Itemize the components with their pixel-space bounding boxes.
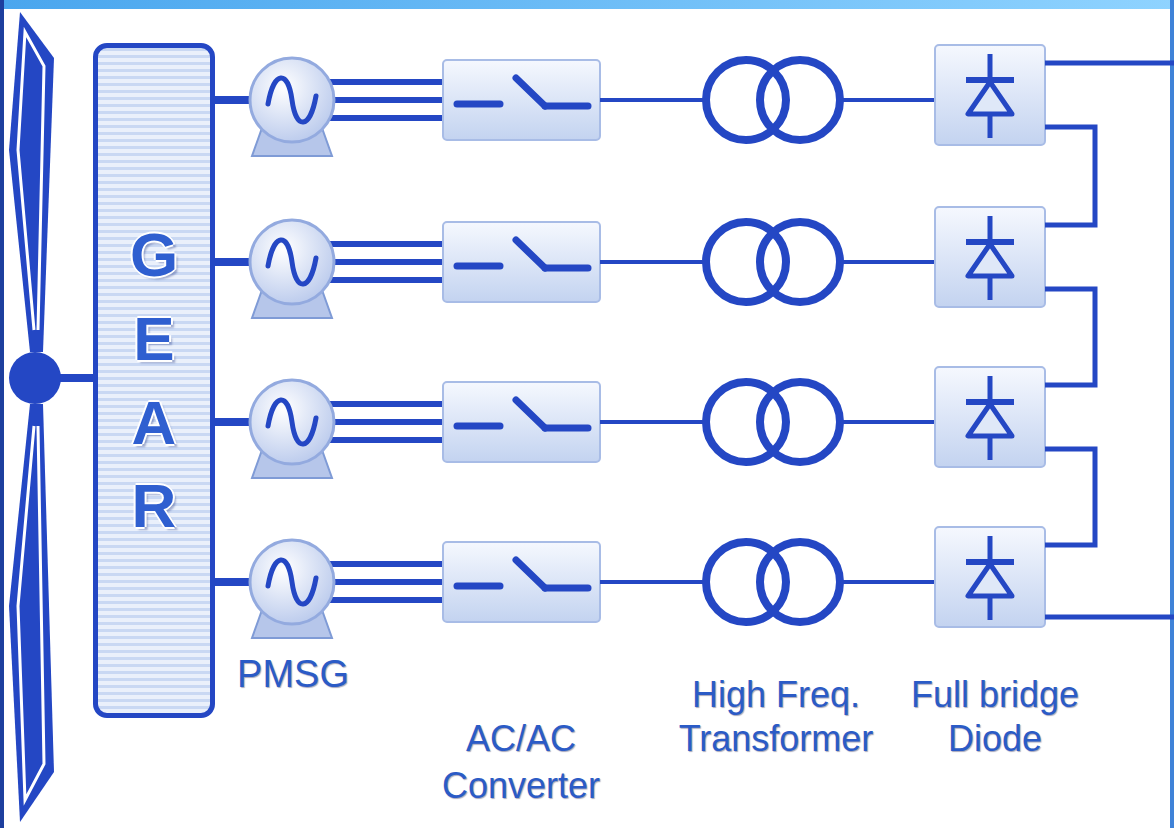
wire [840,420,935,424]
diode-symbol [968,244,1012,276]
transformer-coil [760,60,840,140]
converter-chain [212,367,1045,478]
switch-symbol [516,400,545,428]
series-wire [1045,449,1095,545]
column-caption: AC/AC Converter [421,716,621,810]
converter-box [443,222,600,302]
switch-symbol [516,560,545,588]
turbine-hub [9,352,61,404]
series-wire [1045,127,1095,225]
diode-box [935,367,1045,467]
turbine-blade [9,404,54,822]
generator-symbol [250,540,334,624]
transformer-coil [760,382,840,462]
diode-box [935,207,1045,307]
transformer-coil [760,542,840,622]
switch-symbol [457,423,500,430]
transformer-coil [760,222,840,302]
wire [600,98,706,102]
switch-symbol [545,265,588,272]
switch-symbol [545,425,588,432]
converter-box [443,542,600,622]
diode-box [935,527,1045,627]
turbine-blade [9,12,54,352]
top-band [0,0,1174,9]
generator-symbol [250,220,334,304]
wire [840,580,935,584]
column-caption: Full bridge Diode [888,673,1102,761]
wire [600,420,706,424]
gear-box: GEAR [93,43,215,718]
column-caption: PMSG [198,652,388,698]
series-wire [1045,289,1095,385]
switch-symbol [457,101,500,108]
switch-symbol [457,583,500,590]
generator-symbol [250,380,334,464]
diode-symbol [968,82,1012,114]
diode-symbol [966,559,1014,565]
switch-symbol [545,103,588,110]
diode-symbol [968,564,1012,596]
converter-box [443,382,600,462]
switch-symbol [516,78,545,106]
blade-highlight [18,426,44,800]
converter-chain [212,527,1045,638]
dc-output-wire [1045,615,1174,620]
switch-symbol [545,585,588,592]
wire [600,260,706,264]
diode-box [935,45,1045,145]
wire [600,580,706,584]
sine-wave [268,78,316,122]
diode-symbol [966,239,1014,245]
column-caption: High Freq. Transformer [660,673,892,761]
wire [840,260,935,264]
blade-highlight [18,32,44,330]
left-edge [0,0,4,828]
switch-symbol [516,240,545,268]
wire [840,98,935,102]
sine-wave [268,240,316,284]
sine-wave [268,560,316,604]
converter-chain [212,207,1045,318]
right-edge [1170,0,1174,828]
gear-label: GEAR [123,213,185,548]
switch-symbol [457,263,500,270]
generator-symbol [250,58,334,142]
converter-chain [212,45,1045,156]
converter-box [443,60,600,140]
dc-output-wire [1045,61,1174,66]
diode-symbol [966,399,1014,405]
diode-symbol [966,77,1014,83]
diode-symbol [968,404,1012,436]
sine-wave [268,400,316,444]
